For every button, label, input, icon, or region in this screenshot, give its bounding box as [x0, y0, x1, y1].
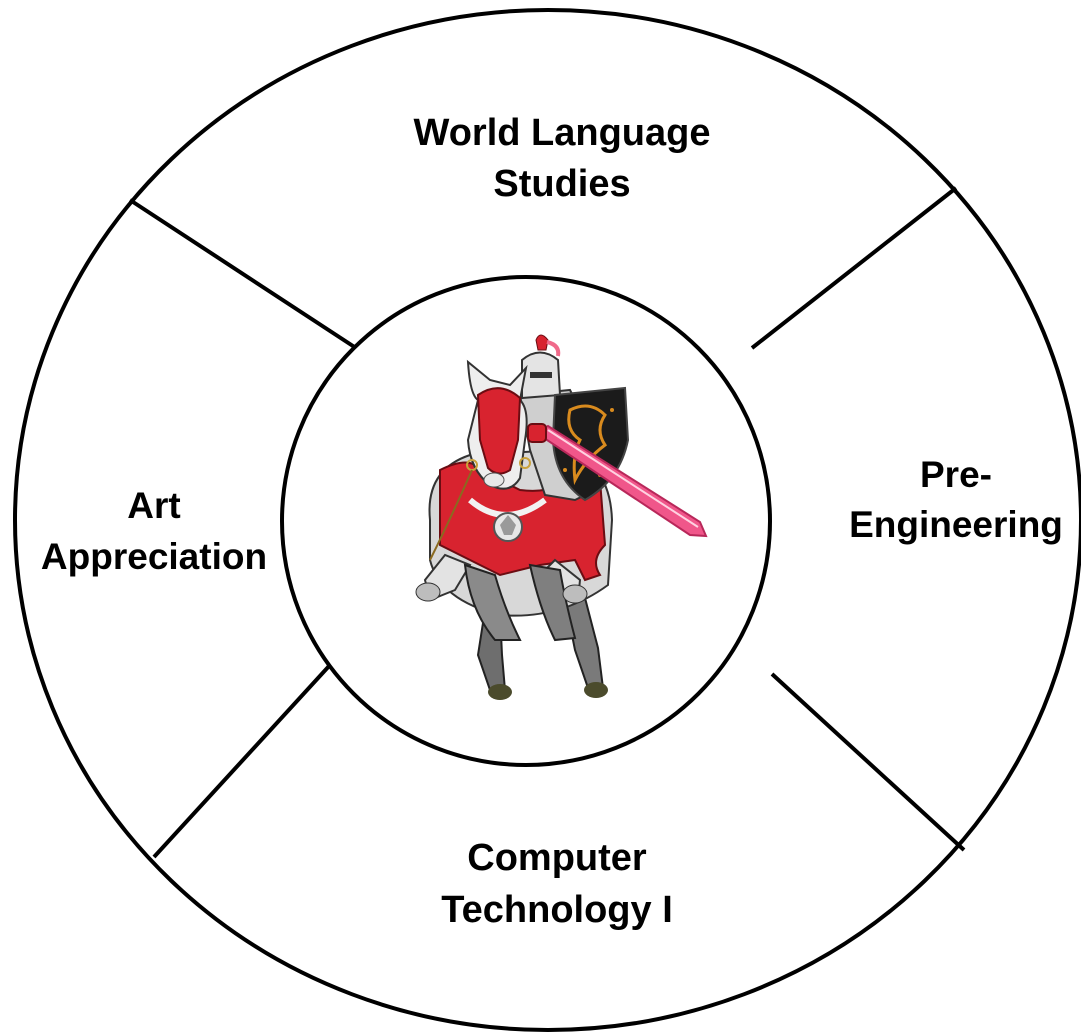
divider-top-left	[128, 198, 358, 350]
segment-right-line2: Engineering	[849, 504, 1063, 545]
segment-bottom: Computer Technology I	[441, 837, 673, 931]
segment-left: Art Appreciation	[41, 485, 267, 577]
segment-bottom-line1: Computer	[467, 837, 647, 879]
segment-left-line2: Appreciation	[41, 536, 267, 577]
divider-bottom-right	[770, 672, 966, 852]
segment-right: Pre- Engineering	[849, 454, 1063, 545]
segment-bottom-line2: Technology I	[441, 889, 673, 931]
knight-on-horseback-icon	[415, 334, 708, 700]
segment-right-line1: Pre-	[920, 454, 992, 495]
divider-bottom-left	[152, 663, 332, 859]
segment-left-line1: Art	[127, 485, 180, 526]
segment-top-line2: Studies	[493, 163, 630, 205]
segment-top: World Language Studies	[414, 112, 711, 205]
segment-top-line1: World Language	[414, 112, 711, 154]
divider-top-right	[750, 186, 958, 350]
outer-ring	[13, 8, 1081, 1032]
